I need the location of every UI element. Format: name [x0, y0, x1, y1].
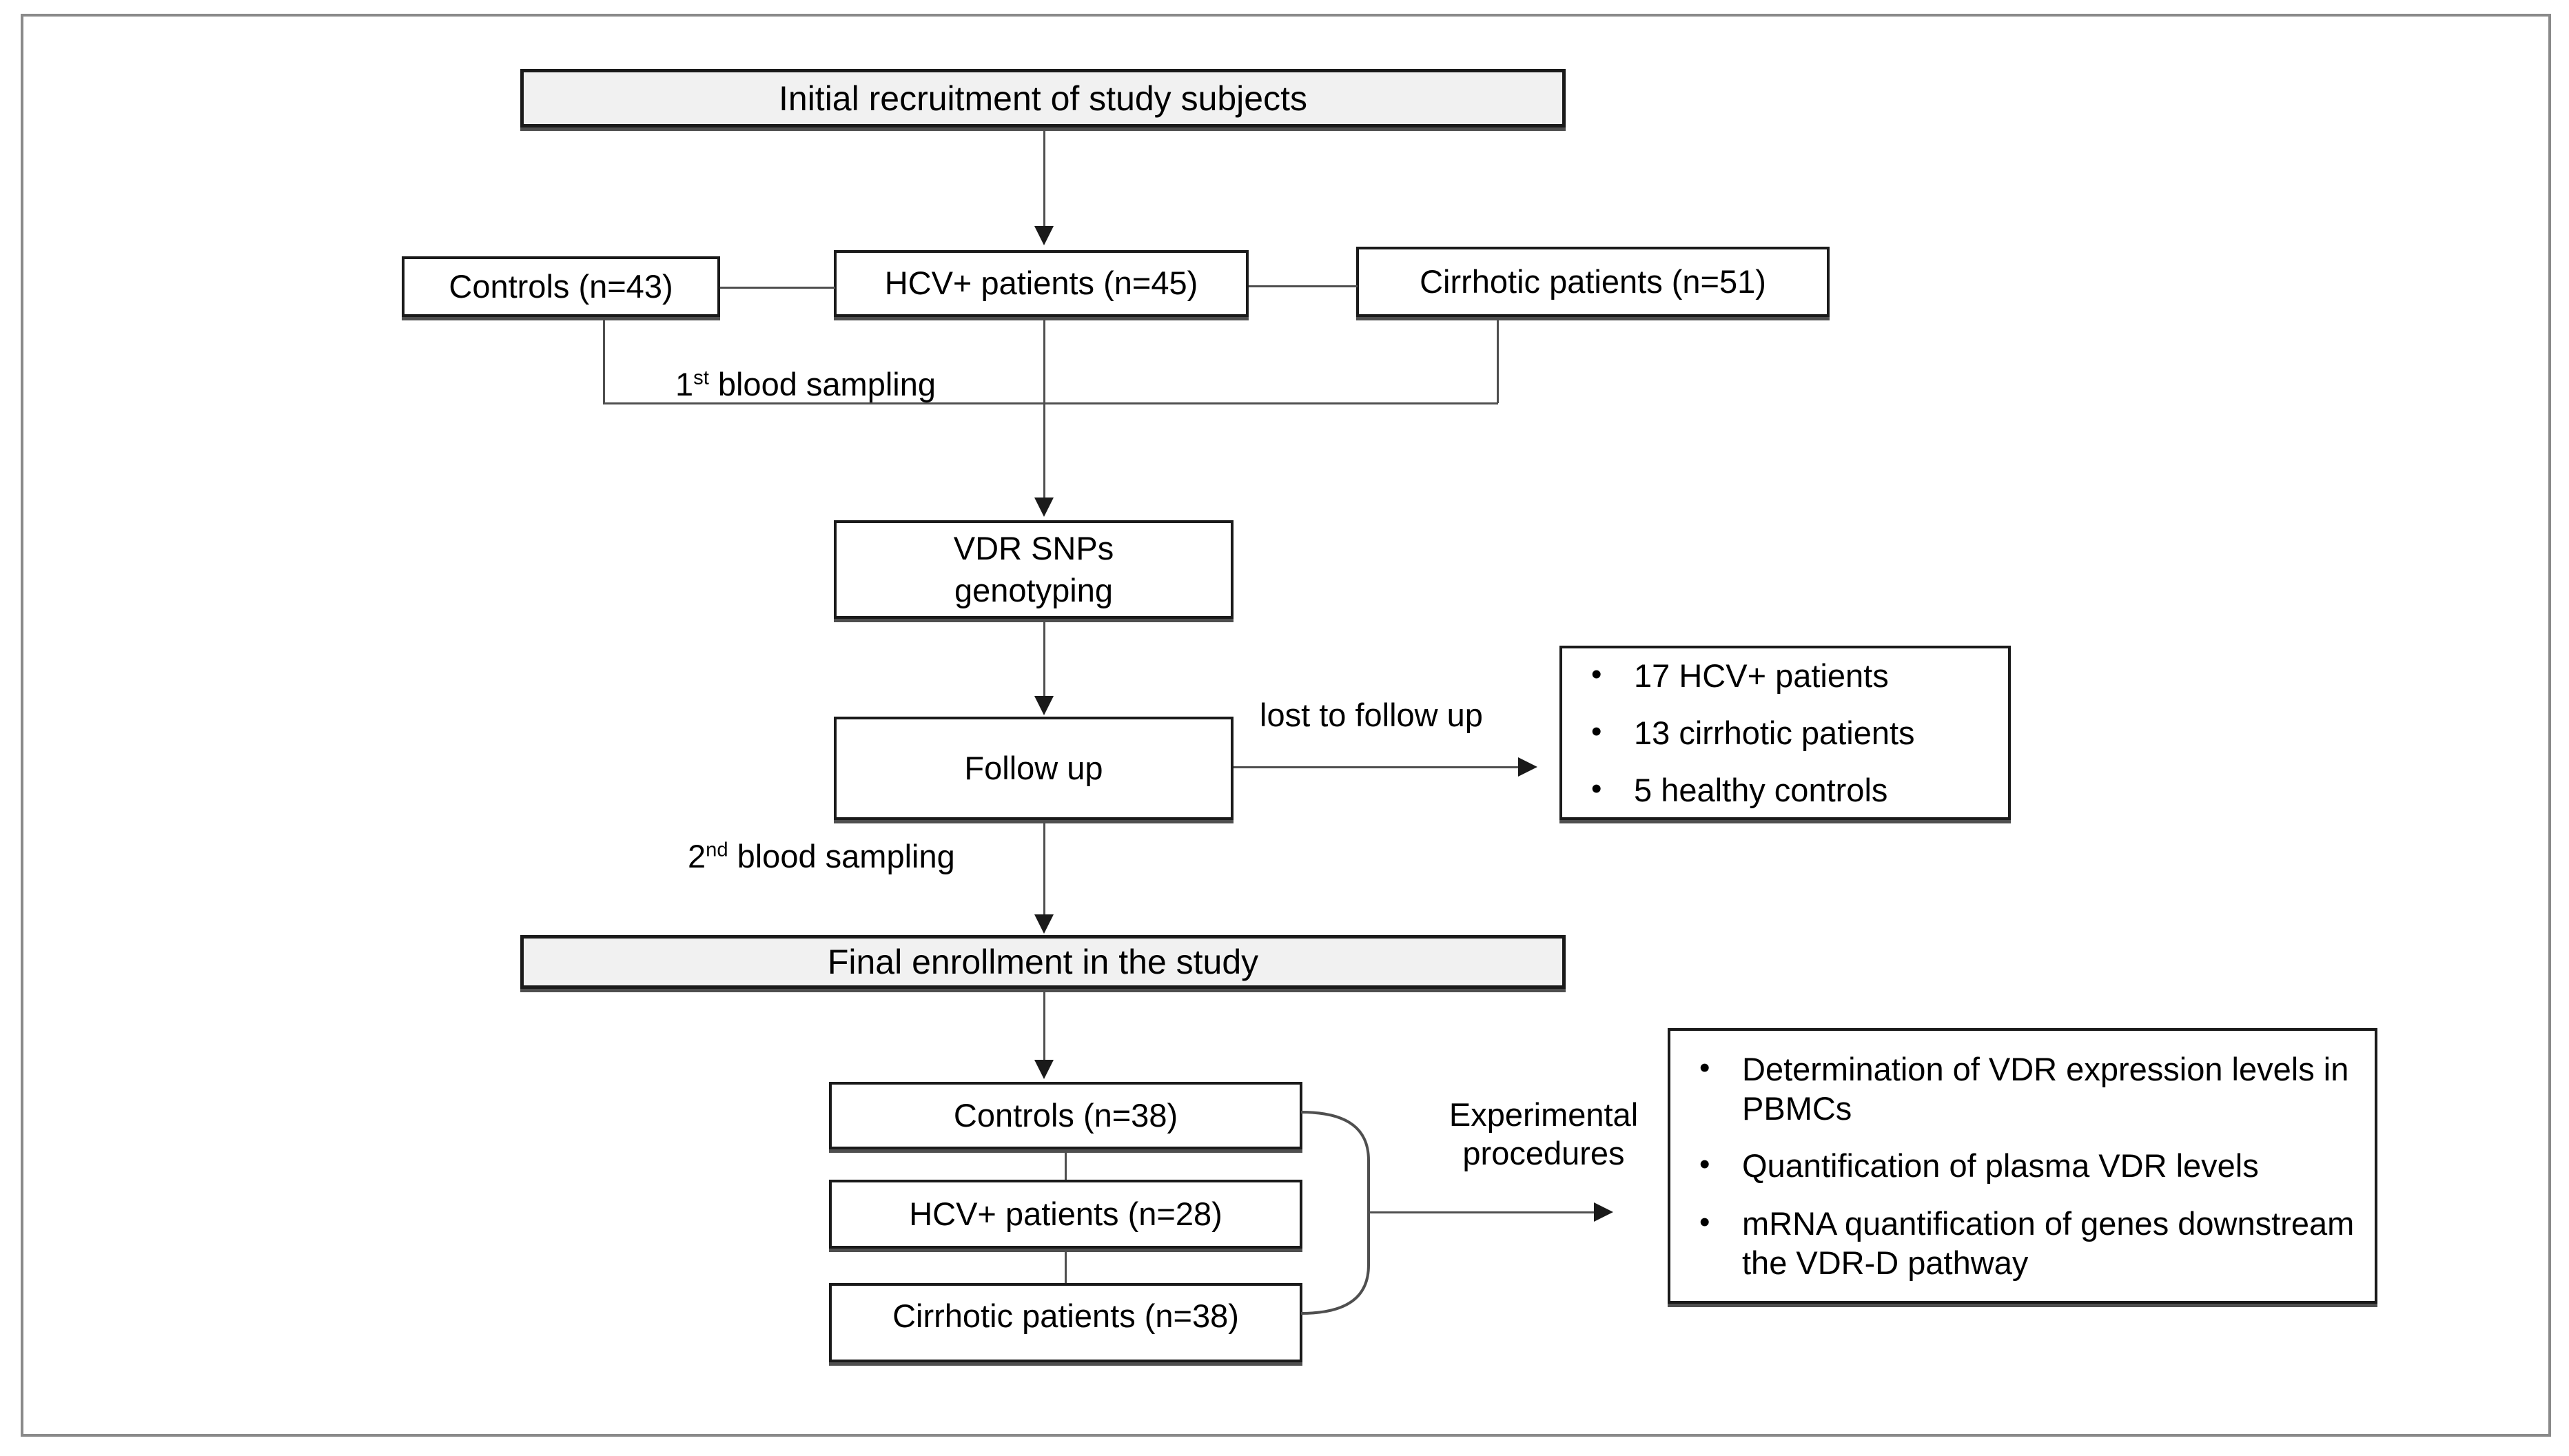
- node-cirrhotic-initial: Cirrhotic patients (n=51): [1356, 247, 1830, 317]
- connector-hcv-final-to-cirrhotic-final: [1065, 1249, 1067, 1294]
- node-controls-final-label: Controls (n=38): [953, 1096, 1178, 1134]
- bullet-icon: •: [1699, 1204, 1710, 1239]
- arrowhead-bracket-to-procedures: [1594, 1202, 1613, 1222]
- connector-cirrhotic-down: [1497, 317, 1499, 403]
- list-item-text: Quantification of plasma VDR levels: [1742, 1147, 2259, 1185]
- arrowhead-final-to-controls: [1034, 1060, 1054, 1079]
- label-first-blood-sampling-rest: blood sampling: [708, 366, 936, 402]
- bullet-icon: •: [1591, 714, 1602, 748]
- node-hcv-final: HCV+ patients (n=28): [829, 1180, 1302, 1249]
- node-vdr-snps-genotyping-line1: VDR SNPs: [953, 530, 1114, 567]
- connector-bracket-to-procedures: [1369, 1211, 1596, 1213]
- node-follow-up-label: Follow up: [964, 749, 1103, 786]
- node-cirrhotic-final-label: Cirrhotic patients (n=38): [892, 1298, 1239, 1334]
- label-experimental-procedures-line2: procedures: [1462, 1135, 1625, 1172]
- node-hcv-initial: HCV+ patients (n=45): [834, 250, 1249, 317]
- label-experimental-procedures-line1: Experimental: [1449, 1096, 1639, 1133]
- box-experimental-procedures: • Determination of VDR expression levels…: [1668, 1028, 2377, 1304]
- node-controls-initial: Controls (n=43): [402, 256, 720, 317]
- list-item: • 5 healthy controls: [1586, 770, 1989, 810]
- list-item-text: 17 HCV+ patients: [1634, 657, 1889, 694]
- list-item: • 13 cirrhotic patients: [1586, 713, 1989, 752]
- list-item: • 17 HCV+ patients: [1586, 656, 1989, 695]
- list-item: • Determination of VDR expression levels…: [1694, 1049, 2355, 1129]
- label-lost-to-follow-up: lost to follow up: [1260, 697, 1483, 733]
- arrowhead-followup-to-final: [1034, 914, 1054, 934]
- label-second-blood-sampling-num: 2: [688, 838, 706, 874]
- node-final-enrollment-label: Final enrollment in the study: [827, 943, 1259, 981]
- list-item-text: 5 healthy controls: [1634, 772, 1888, 809]
- node-vdr-snps-genotyping-line2: genotyping: [954, 571, 1113, 608]
- arrowhead-followup-to-lost: [1518, 757, 1537, 777]
- node-vdr-snps-genotyping: VDR SNPs genotyping: [834, 520, 1234, 619]
- list-item: • mRNA quantification of genes downstrea…: [1694, 1204, 2355, 1283]
- connector-genotyping-to-followup: [1043, 619, 1045, 698]
- label-second-blood-sampling: 2nd blood sampling: [688, 837, 955, 876]
- connector-followup-to-final: [1043, 820, 1045, 916]
- arrowhead-sampling-to-genotyping: [1034, 498, 1054, 517]
- node-hcv-initial-label: HCV+ patients (n=45): [884, 265, 1198, 302]
- list-item: • Quantification of plasma VDR levels: [1694, 1146, 2355, 1185]
- node-controls-final: Controls (n=38): [829, 1082, 1302, 1149]
- node-follow-up: Follow up: [834, 717, 1234, 820]
- connector-controls-final-to-hcv-final: [1065, 1149, 1067, 1192]
- node-cirrhotic-final: Cirrhotic patients (n=38): [829, 1283, 1302, 1362]
- connector-followup-to-lost: [1234, 766, 1519, 768]
- arrowhead-recruitment-to-hcv: [1034, 226, 1054, 245]
- connector-final-to-controls: [1043, 989, 1045, 1061]
- bullet-icon: •: [1699, 1050, 1710, 1085]
- list-item-text: mRNA quantification of genes downstream …: [1742, 1204, 2355, 1281]
- label-second-blood-sampling-sup: nd: [706, 839, 728, 861]
- bullet-icon: •: [1591, 772, 1602, 806]
- box-lost-to-follow-up: • 17 HCV+ patients • 13 cirrhotic patien…: [1559, 646, 2011, 820]
- label-experimental-procedures: Experimental procedures: [1430, 1096, 1657, 1173]
- bullet-icon: •: [1699, 1147, 1710, 1182]
- connector-first-sampling-bar: [603, 402, 1498, 404]
- node-hcv-final-label: HCV+ patients (n=28): [909, 1195, 1222, 1232]
- label-first-blood-sampling-num: 1: [675, 366, 694, 402]
- connector-recruitment-to-hcv: [1043, 127, 1045, 227]
- label-second-blood-sampling-rest: blood sampling: [728, 838, 955, 874]
- connector-sampling-to-genotyping: [1043, 317, 1045, 500]
- list-item-text: Determination of VDR expression levels i…: [1742, 1050, 2349, 1127]
- label-first-blood-sampling-sup: st: [693, 367, 709, 389]
- connector-hcv-to-cirrhotic: [1249, 285, 1358, 287]
- node-final-enrollment: Final enrollment in the study: [520, 935, 1566, 989]
- node-initial-recruitment: Initial recruitment of study subjects: [520, 69, 1566, 127]
- label-first-blood-sampling: 1st blood sampling: [675, 365, 936, 404]
- experimental-procedures-list: • Determination of VDR expression levels…: [1670, 1049, 2375, 1283]
- bullet-icon: •: [1591, 657, 1602, 691]
- connector-controls-down: [603, 317, 605, 403]
- list-item-text: 13 cirrhotic patients: [1634, 714, 1915, 751]
- node-controls-initial-label: Controls (n=43): [449, 267, 673, 305]
- connector-controls-to-hcv: [720, 287, 835, 289]
- node-cirrhotic-initial-label: Cirrhotic patients (n=51): [1420, 263, 1766, 300]
- lost-to-follow-up-list: • 17 HCV+ patients • 13 cirrhotic patien…: [1562, 656, 2008, 810]
- arrowhead-genotyping-to-followup: [1034, 696, 1054, 715]
- node-initial-recruitment-label: Initial recruitment of study subjects: [779, 79, 1307, 118]
